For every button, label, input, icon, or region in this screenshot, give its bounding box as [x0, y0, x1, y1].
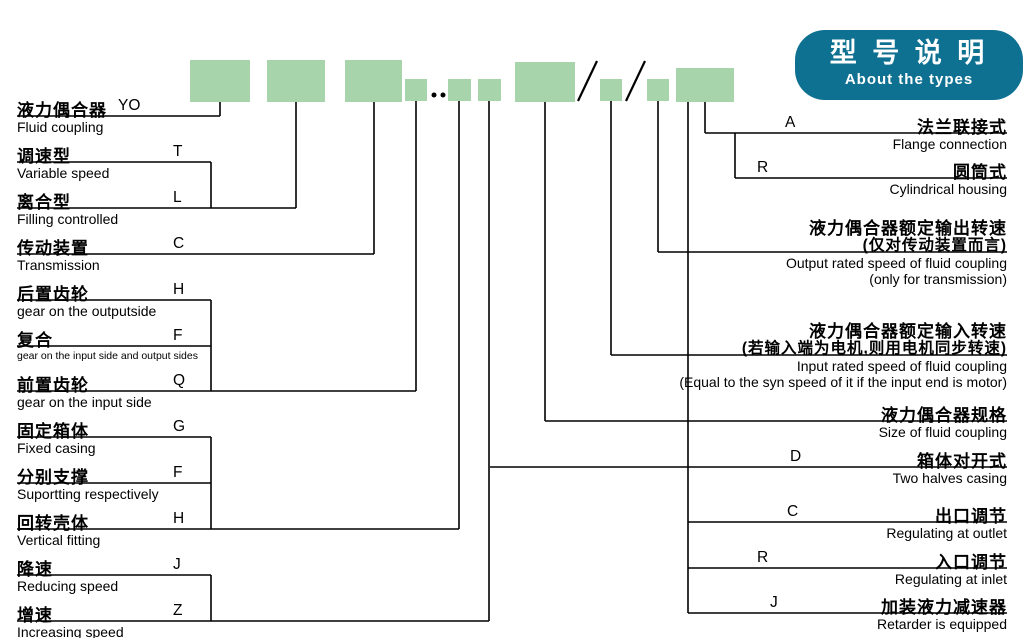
left-label-zh: 后置齿轮: [17, 285, 89, 304]
code-box-5: [448, 79, 471, 101]
left-label-zh: 复合: [17, 331, 53, 350]
right-label-en: Regulating at outlet: [886, 525, 1007, 541]
right-label-en: Regulating at inlet: [894, 571, 1007, 587]
left-code: L: [173, 189, 182, 206]
left-code: C: [173, 235, 185, 252]
left-code: T: [173, 143, 183, 160]
left-code: H: [173, 510, 185, 527]
code-box-3: [345, 60, 402, 102]
left-label-en: Increasing speed: [17, 624, 124, 638]
left-code: H: [173, 281, 185, 298]
right-label-en: Cylindrical housing: [889, 181, 1007, 197]
badge-title-zh: 型 号 说 明: [829, 38, 989, 68]
left-label-en: Filling controlled: [17, 211, 119, 227]
right-label-en-note: (only for transmission): [869, 271, 1007, 287]
left-label-en: Vertical fitting: [17, 532, 101, 548]
left-code: Z: [173, 602, 183, 619]
right-label-zh: 法兰联接式: [917, 118, 1007, 137]
right-label-en: Two halves casing: [892, 470, 1007, 486]
left-label-en: gear on the outputside: [17, 303, 157, 319]
left-label-en: Reducing speed: [17, 578, 119, 594]
left-label-en: gear on the input side: [17, 394, 152, 410]
left-label-zh: 调速型: [17, 147, 71, 166]
right-label-zh-note: (若输入端为电机,则用电机同步转速): [741, 340, 1007, 357]
code-box-10: [676, 68, 734, 102]
left-code: F: [173, 464, 183, 481]
right-code: R: [757, 549, 769, 566]
left-label-en: Variable speed: [17, 165, 110, 181]
right-label-en: Output rated speed of fluid coupling: [785, 255, 1007, 271]
left-label-en: Fluid coupling: [17, 119, 104, 135]
right-label-en: Size of fluid coupling: [878, 424, 1007, 440]
left-label-zh: 固定箱体: [17, 422, 89, 441]
left-label-zh: 传动装置: [17, 239, 89, 258]
right-code: D: [790, 448, 802, 465]
left-code: F: [173, 327, 183, 344]
left-label-zh: 离合型: [17, 193, 71, 212]
right-label-zh: 液力偶合器额定输出转速: [809, 219, 1007, 238]
code-box-9: [647, 79, 669, 101]
right-label-zh: 液力偶合器规格: [881, 406, 1007, 425]
code-box-4: [405, 79, 427, 101]
right-label-zh: 液力偶合器额定输入转速: [809, 322, 1007, 341]
left-label-en: gear on the input side and output sides: [17, 350, 198, 362]
right-code: A: [785, 114, 796, 131]
code-box-8: [600, 79, 622, 101]
badge-title-en: About the types: [844, 71, 974, 88]
left-label-en: Suportting respectively: [17, 486, 159, 502]
code-box-6: [478, 79, 501, 101]
left-label-zh: 分别支撑: [17, 468, 89, 487]
left-label-zh: 回转壳体: [17, 514, 89, 533]
left-label-en: Fixed casing: [17, 440, 96, 456]
right-label-zh: 入口调节: [935, 553, 1007, 572]
right-label-zh: 箱体对开式: [917, 452, 1007, 471]
right-label-en: Input rated speed of fluid coupling: [796, 358, 1007, 374]
left-code: J: [173, 556, 181, 573]
left-label-zh: 增速: [17, 606, 53, 625]
right-label-zh: 出口调节: [935, 507, 1007, 526]
right-code: R: [757, 159, 769, 176]
left-code: G: [173, 418, 186, 435]
right-label-en: Flange connection: [892, 136, 1007, 152]
code-box-7: [515, 62, 575, 102]
right-label-zh: 圆筒式: [953, 163, 1007, 182]
left-label-zh: 液力偶合器: [17, 101, 107, 120]
code-box-2: [267, 60, 325, 102]
left-label-en: Transmission: [17, 257, 100, 273]
left-label-zh: 降速: [17, 560, 53, 579]
right-code: C: [787, 503, 799, 520]
right-label-zh-note: (仅对传动装置而言): [862, 237, 1007, 254]
left-label-zh: 前置齿轮: [17, 376, 89, 395]
right-code: J: [770, 594, 778, 611]
right-label-zh: 加装液力减速器: [881, 598, 1007, 617]
right-label-en-note: (Equal to the syn speed of it if the inp…: [679, 374, 1007, 390]
left-code: YO: [118, 97, 141, 114]
code-box-1: [190, 60, 250, 102]
types-badge: 型 号 说 明 About the types: [795, 30, 1023, 100]
left-code: Q: [173, 372, 186, 389]
right-label-en: Retarder is equipped: [877, 616, 1007, 632]
